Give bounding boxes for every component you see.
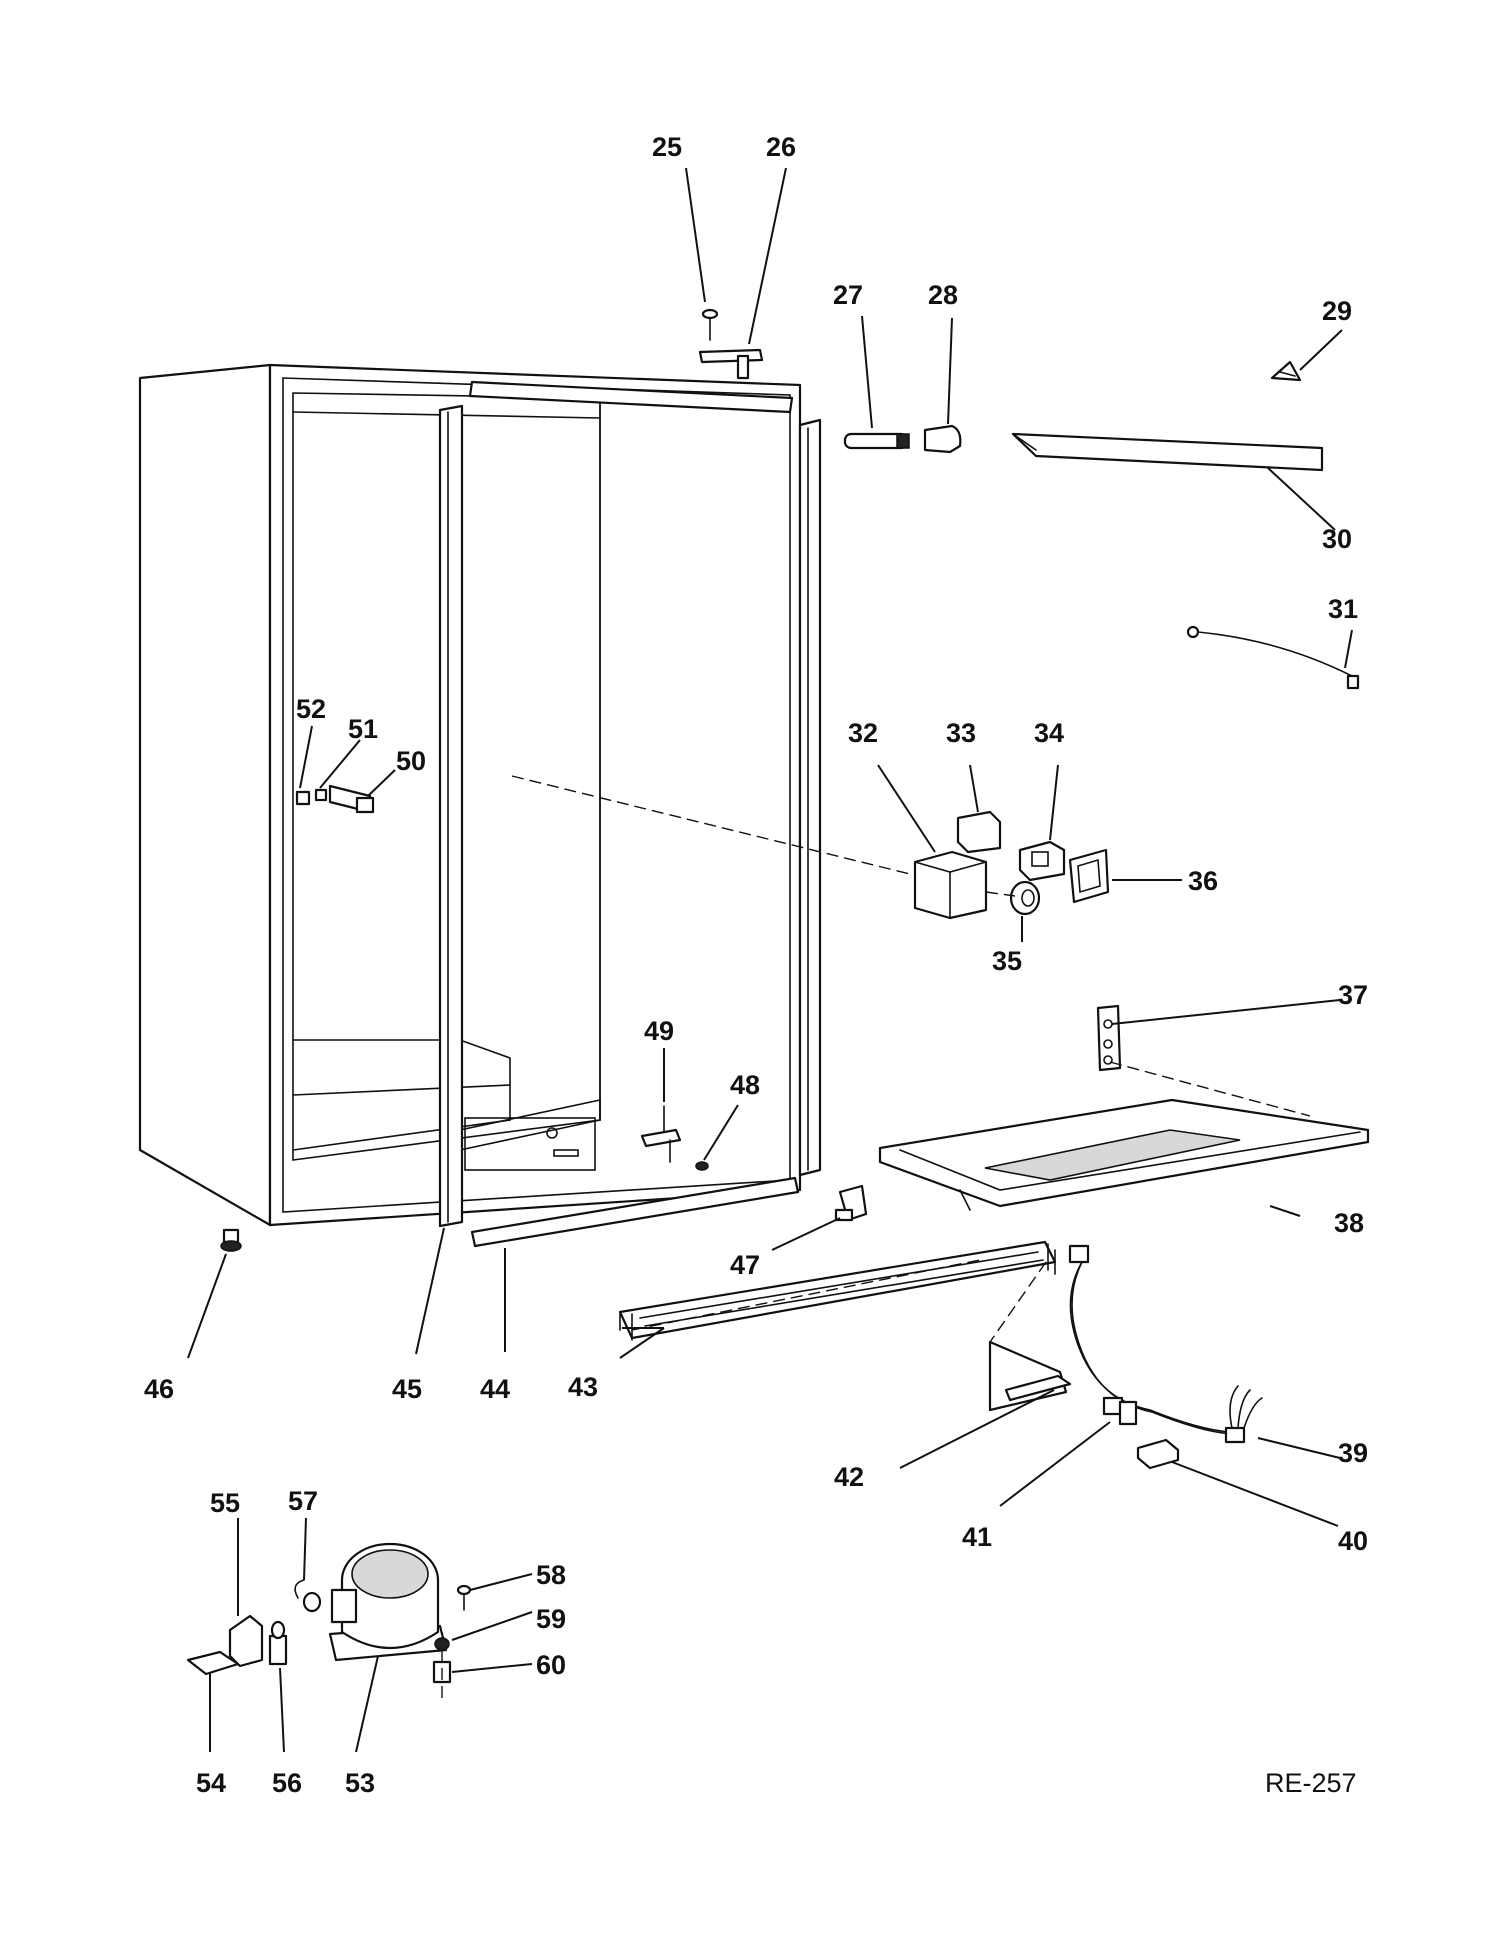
knob-35 — [1009, 880, 1041, 916]
callout-35: 35 — [992, 946, 1022, 976]
wire-31 — [1186, 625, 1360, 690]
callout-48: 48 — [730, 1070, 760, 1100]
callout-33: 33 — [946, 718, 976, 748]
callout-55: 55 — [210, 1488, 240, 1518]
compressor-53 — [328, 1542, 448, 1662]
part-40 — [1136, 1438, 1180, 1470]
part-41 — [1102, 1396, 1138, 1426]
condenser-43 — [618, 1240, 1057, 1341]
callout-50: 50 — [396, 746, 426, 776]
cabinet — [138, 363, 802, 1227]
leveler-leg — [220, 1228, 242, 1252]
control-box-32 — [913, 850, 988, 920]
part-55 — [228, 1614, 264, 1668]
callout-25: 25 — [652, 132, 682, 162]
callout-58: 58 — [536, 1560, 566, 1590]
document-code: RE-257 — [1265, 1768, 1357, 1798]
callout-labels: 25 26 27 28 29 30 31 32 33 34 35 36 37 3… — [144, 132, 1368, 1798]
callout-49: 49 — [644, 1016, 674, 1046]
callout-51: 51 — [348, 714, 378, 744]
callout-27: 27 — [833, 280, 863, 310]
bracket-33 — [956, 810, 1002, 854]
callout-46: 46 — [144, 1374, 174, 1404]
hinge-49 — [640, 1105, 682, 1163]
breaker-strip-left — [438, 404, 464, 1228]
screw-25 — [701, 308, 719, 341]
callout-41: 41 — [962, 1522, 992, 1552]
bracket-37 — [1096, 1004, 1122, 1072]
control-bracket-parts — [295, 784, 375, 814]
callout-40: 40 — [1338, 1526, 1368, 1556]
tube-27 — [843, 432, 910, 450]
callout-32: 32 — [848, 718, 878, 748]
callout-30: 30 — [1322, 524, 1352, 554]
callout-44: 44 — [480, 1374, 510, 1404]
part-59 — [434, 1637, 450, 1651]
callout-29: 29 — [1322, 296, 1352, 326]
cord-39 — [1068, 1244, 1263, 1444]
part-56 — [268, 1620, 288, 1666]
callout-42: 42 — [834, 1462, 864, 1492]
assembly-lines — [441, 775, 1311, 1700]
callout-26: 26 — [766, 132, 796, 162]
callout-31: 31 — [1328, 594, 1358, 624]
bottom-rail — [470, 1176, 800, 1248]
callout-47: 47 — [730, 1250, 760, 1280]
callout-59: 59 — [536, 1604, 566, 1634]
callout-53: 53 — [345, 1768, 375, 1798]
callout-54: 54 — [196, 1768, 226, 1798]
top-rail — [468, 380, 794, 414]
callout-60: 60 — [536, 1650, 566, 1680]
callout-37: 37 — [1338, 980, 1368, 1010]
bracket-34 — [1018, 840, 1066, 882]
rail-30 — [1011, 432, 1324, 472]
callout-57: 57 — [288, 1486, 318, 1516]
drain-pan-42 — [988, 1340, 1072, 1412]
bezel-36 — [1068, 848, 1110, 904]
callout-45: 45 — [392, 1374, 422, 1404]
leader-lines — [187, 167, 1353, 1753]
callout-28: 28 — [928, 280, 958, 310]
callout-36: 36 — [1188, 866, 1218, 896]
callout-52: 52 — [296, 694, 326, 724]
part-58 — [456, 1584, 472, 1611]
screw-48 — [695, 1161, 709, 1171]
part-57 — [294, 1579, 322, 1613]
breaker-strip-right — [798, 418, 822, 1177]
hinge-26 — [698, 348, 764, 380]
callout-56: 56 — [272, 1768, 302, 1798]
callout-43: 43 — [568, 1372, 598, 1402]
callout-38: 38 — [1334, 1208, 1364, 1238]
callout-39: 39 — [1338, 1438, 1368, 1468]
bracket-47 — [834, 1184, 868, 1222]
elbow-28 — [923, 424, 962, 454]
clip-29 — [1270, 360, 1302, 382]
drip-tray-38 — [878, 1098, 1370, 1211]
callout-34: 34 — [1034, 718, 1064, 748]
